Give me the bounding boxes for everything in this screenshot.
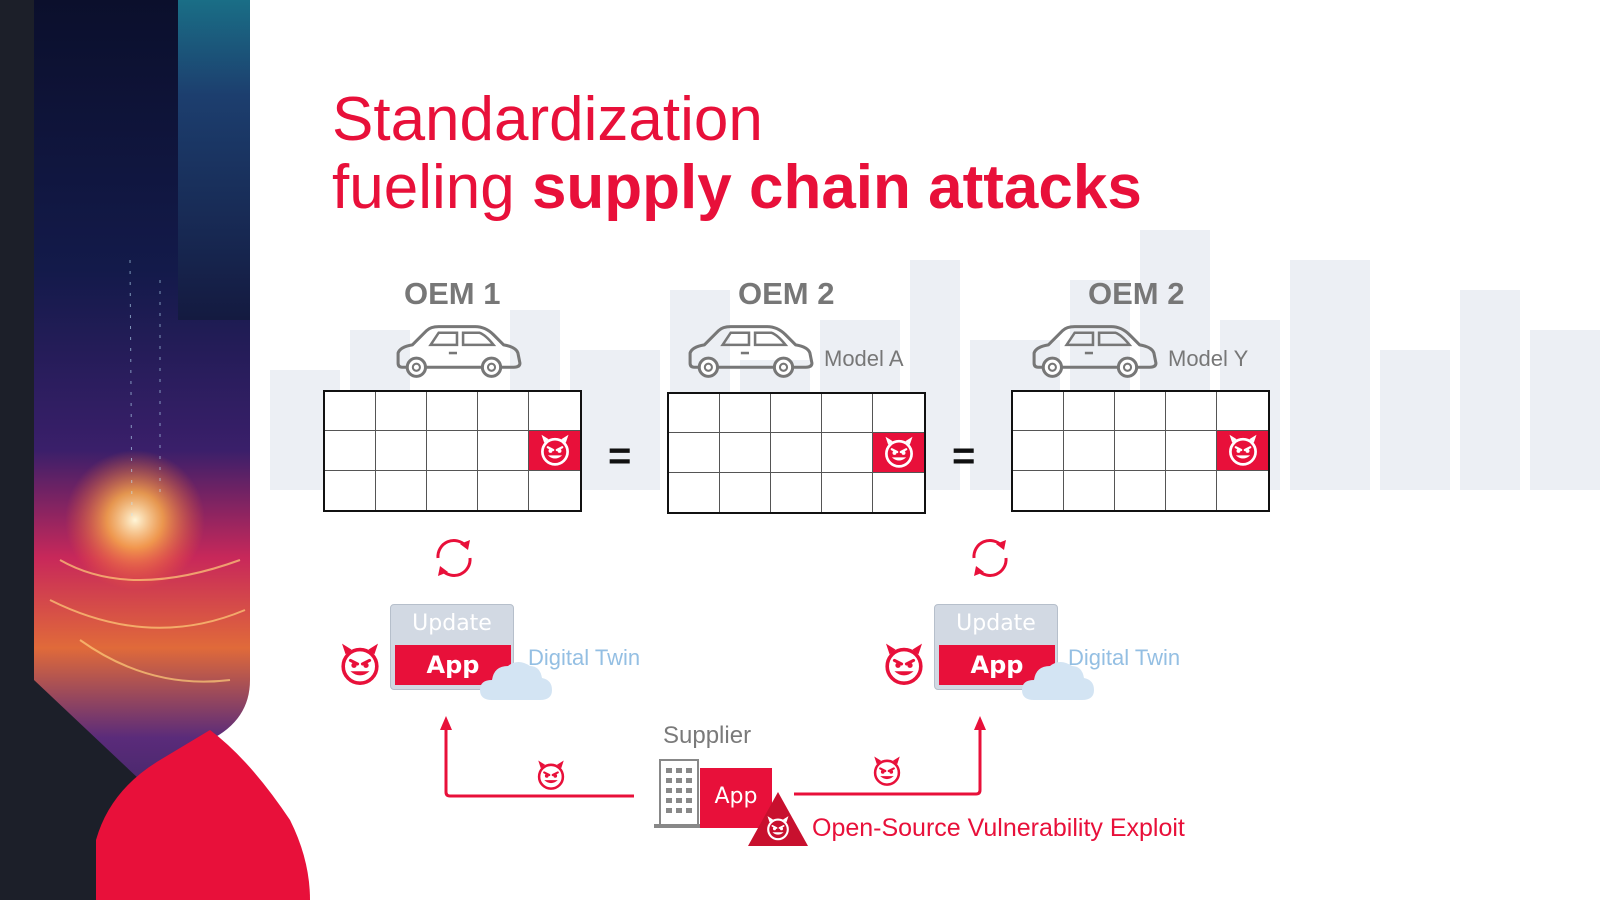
exploit-label: Open-Source Vulnerability Exploit (812, 814, 1185, 842)
update-app-label: App (395, 645, 511, 685)
refresh-icon (960, 528, 1020, 588)
title-line-1: Standardization (332, 85, 763, 154)
car-icon (392, 322, 524, 380)
cloud-icon (1022, 662, 1094, 700)
decorative-side-band (0, 0, 310, 900)
slide-title: Standardization fueling supply chain att… (332, 86, 1142, 222)
compromised-cell (1217, 431, 1268, 471)
devil-icon (870, 754, 904, 788)
update-label: Update (956, 611, 1036, 636)
digital-twin-label: Digital Twin (1068, 645, 1181, 670)
devil-icon (881, 434, 917, 470)
ecu-grid-oem-2-model-y (1011, 390, 1270, 512)
building-icon (654, 759, 704, 828)
compromised-cell (873, 433, 924, 473)
car-icon (1028, 322, 1160, 380)
ecu-grid-oem-2-model-a (667, 392, 926, 514)
oem-3-label: OEM 2 (1088, 276, 1185, 311)
devil-icon (336, 640, 384, 688)
title-line-2: fueling supply chain attacks (332, 154, 1142, 222)
devil-icon (880, 640, 928, 688)
cloud-icon (480, 662, 552, 700)
title-line-2-regular: fueling (332, 153, 532, 222)
refresh-icon (424, 528, 484, 588)
model-y-label: Model Y (1168, 346, 1249, 371)
supplier-app-box: App (700, 768, 772, 828)
car-icon (684, 322, 816, 380)
supplier-label: Supplier (663, 722, 752, 749)
oem-2-label: OEM 2 (738, 276, 835, 311)
devil-icon (537, 432, 573, 468)
compromised-cell (529, 431, 580, 471)
digital-twin-label: Digital Twin (528, 645, 641, 670)
equals-sign: = (608, 434, 632, 478)
devil-icon (1225, 432, 1261, 468)
title-line-2-bold: supply chain attacks (531, 153, 1142, 222)
devil-icon (534, 758, 568, 792)
devil-icon (764, 814, 792, 842)
ecu-grid-oem-1 (323, 390, 582, 512)
model-a-label: Model A (824, 346, 904, 371)
oem-1-label: OEM 1 (404, 276, 501, 311)
supply-arrows (440, 716, 986, 798)
update-label: Update (412, 611, 492, 636)
equals-sign: = (952, 434, 976, 478)
